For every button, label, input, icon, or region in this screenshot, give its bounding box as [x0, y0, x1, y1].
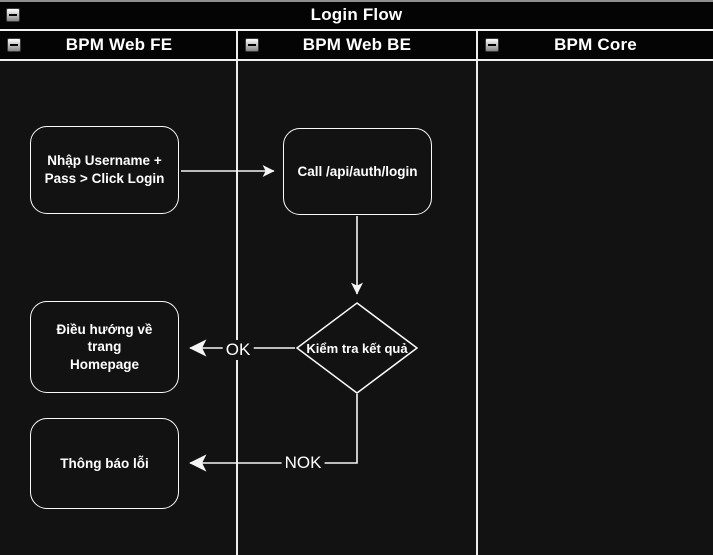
edge-decision-nok-to-error[interactable] [189, 394, 358, 472]
decision-diamond-shape[interactable] [295, 302, 419, 394]
minus-glyph [9, 14, 17, 16]
node-check-result-label[interactable]: Kiểm tra kết quả [306, 340, 408, 356]
lane-core-collapse-icon[interactable] [485, 38, 499, 52]
lane-fe-collapse-icon[interactable] [7, 38, 21, 52]
lane-label: BPM Web FE [65, 35, 173, 54]
node-redirect-homepage[interactable]: Điều hướng về trang Homepage [30, 301, 179, 393]
lane-label: BPM Core [554, 35, 637, 54]
lane-header-bpm-core[interactable]: BPM Core [478, 31, 713, 59]
minus-glyph [248, 44, 256, 46]
edge-label-nok[interactable]: NOK [281, 453, 325, 473]
node-show-error[interactable]: Thông báo lỗi [30, 418, 179, 509]
lane-header-row: BPM Web FE BPM Web BE BPM Core [0, 31, 713, 61]
lane-divider-fe-be [236, 31, 238, 555]
node-call-api[interactable]: Call /api/auth/login [283, 128, 432, 215]
canvas-top-edge [0, 0, 713, 2]
lane-header-bpm-web-fe[interactable]: BPM Web FE [2, 31, 236, 59]
pool-collapse-icon[interactable] [6, 8, 20, 22]
node-enter-credentials[interactable]: Nhập Username + Pass > Click Login [30, 126, 179, 214]
pool-title: Login Flow [310, 5, 403, 24]
lane-header-bpm-web-be[interactable]: BPM Web BE [238, 31, 476, 59]
pool-title-bar[interactable]: Login Flow [0, 2, 713, 31]
minus-glyph [488, 44, 496, 46]
lane-be-collapse-icon[interactable] [245, 38, 259, 52]
lane-label: BPM Web BE [302, 35, 412, 54]
minus-glyph [10, 44, 18, 46]
lane-divider-be-core [476, 31, 478, 555]
edge-label-ok[interactable]: OK [222, 340, 254, 360]
